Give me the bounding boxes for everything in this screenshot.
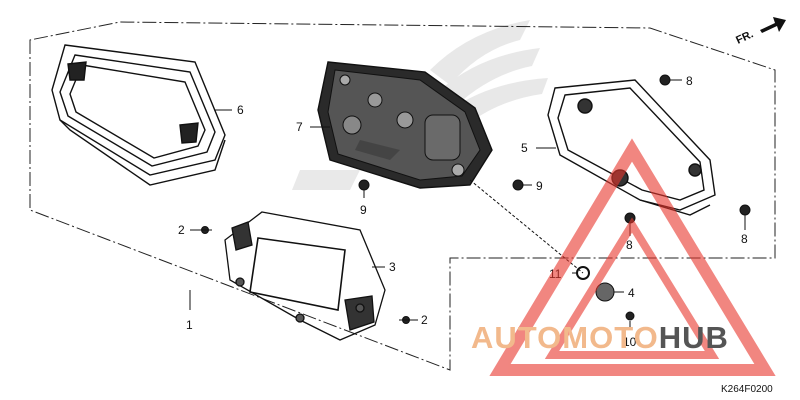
callout-5: 5 [521,141,528,155]
watermark-text: AUTOMOTOHUB [471,320,729,355]
honda-wing-logo-icon [292,20,548,190]
front-label: FR. [734,28,755,46]
watermark-triangle-icon [489,138,776,376]
callout-2-left: 2 [178,223,185,237]
callout-9-left: 9 [360,203,367,217]
callout-10: 10 [623,335,637,349]
assembly-boundary [29,21,776,371]
callout-1: 1 [186,318,193,332]
part-3-lcd-unit [224,211,386,341]
part-7-meter-case [317,61,493,189]
part-6-meter-lens [51,44,226,186]
watermark-part-2: HUB [659,320,729,355]
callout-8-top: 8 [686,74,693,88]
callout-3: 3 [389,260,396,274]
watermark-part-1: AUTOMOTO [471,320,659,355]
front-direction-indicator: FR. [734,17,786,47]
callout-8-middle: 8 [626,238,633,252]
callout-7: 7 [296,120,303,134]
callout-6: 6 [237,103,244,117]
front-arrow-icon [760,17,786,33]
callout-8-right: 8 [741,232,748,246]
drawing-code: K264F0200 [721,384,773,395]
callout-4: 4 [628,286,635,300]
callout-2-right: 2 [421,313,428,327]
callout-9-right: 9 [536,179,543,193]
